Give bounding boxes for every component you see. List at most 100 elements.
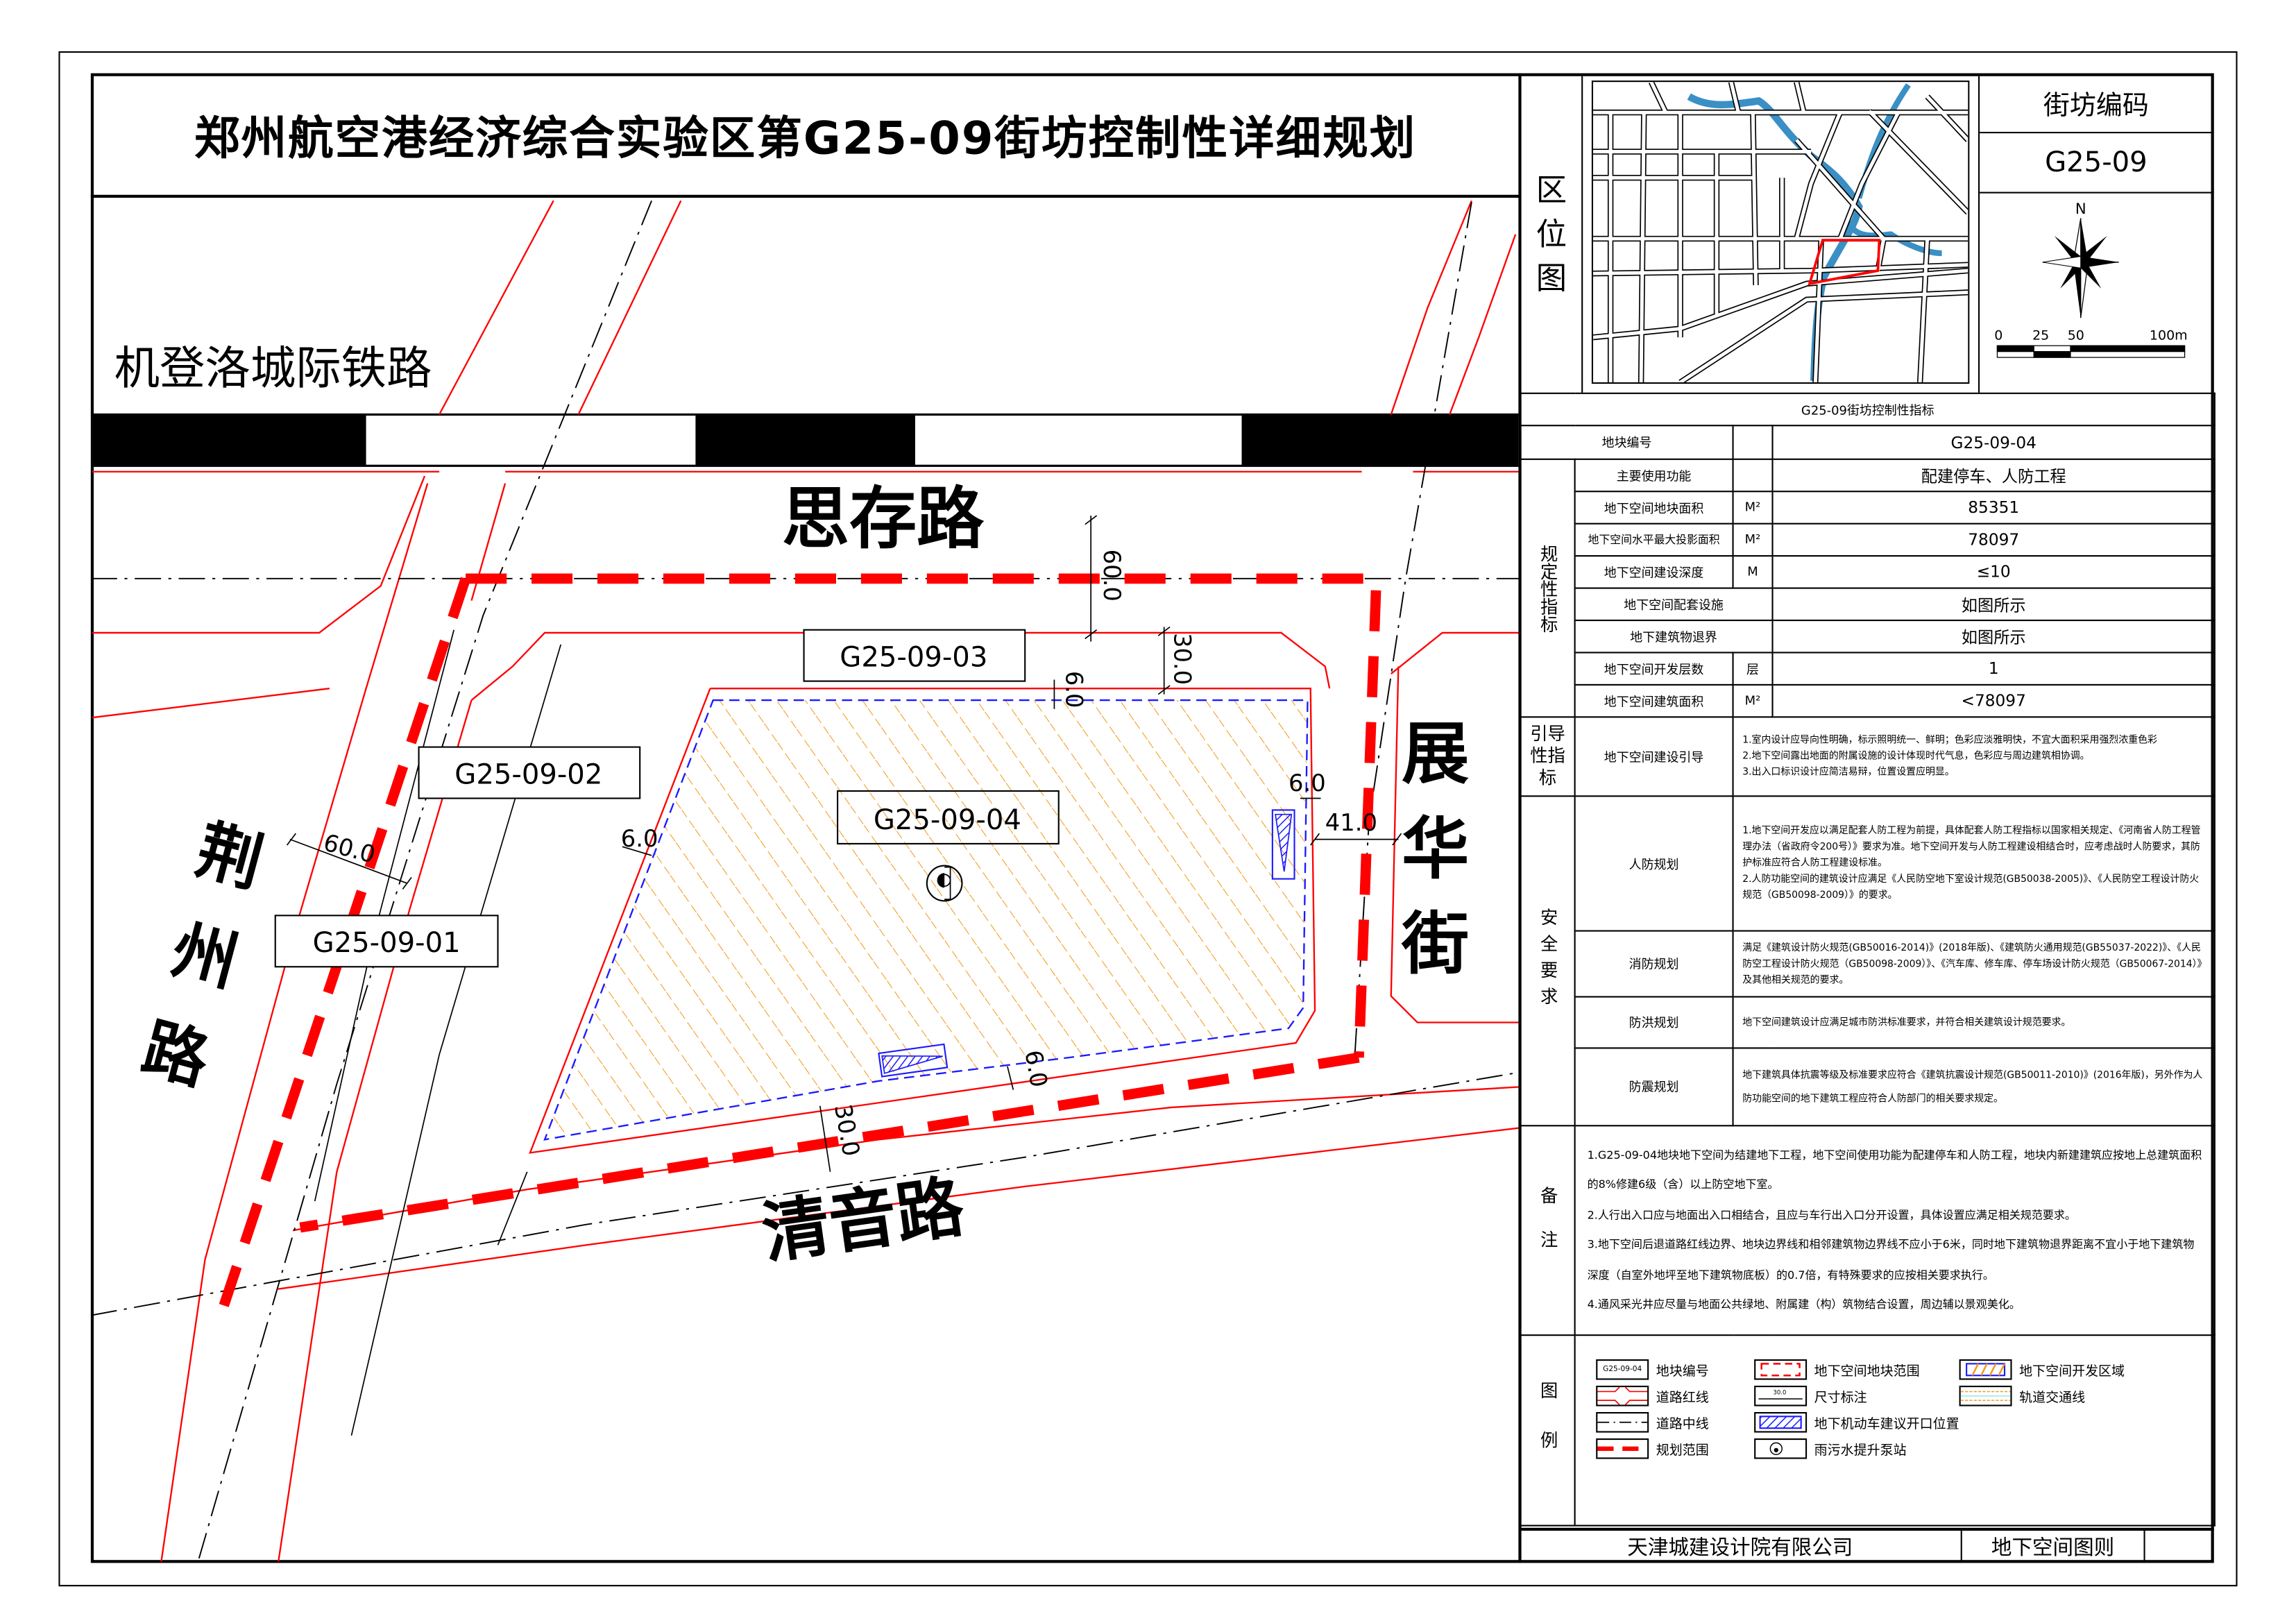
- railway-strip: [92, 413, 1519, 467]
- rail-line-swatch: [1959, 1386, 2012, 1407]
- road-centerline-swatch: [1596, 1412, 1649, 1433]
- legend-item: 地下空间开发区域: [1959, 1359, 2125, 1380]
- road-label-jingzhou: 荆 州 路: [135, 812, 271, 1099]
- scale-tick: 100m: [2150, 328, 2188, 343]
- railway-label: 机登洛城际铁路: [114, 342, 432, 395]
- row-label: 人防规划: [1574, 795, 1734, 932]
- row-value: 配建停车、人防工程: [1771, 458, 2216, 493]
- row-label: 消防规划: [1574, 930, 1734, 998]
- vehicle-opening-south: [878, 1043, 949, 1078]
- table-row: 防洪规划地下空间建筑设计应满足城市防洪标准要求，并符合相关建筑设计规范要求。: [1521, 996, 2216, 1049]
- parcel-code-swatch: G25-09-04: [1596, 1359, 1649, 1380]
- scale-tick: 50: [2068, 328, 2084, 343]
- scale-tick: 0: [1994, 328, 2002, 343]
- parcel-label-04[interactable]: G25-09-04: [874, 804, 1021, 836]
- dim-east-setback: 6.0: [1289, 770, 1326, 797]
- road-label-qingyin: 清音路: [758, 1167, 969, 1273]
- legend-item: 轨道交通线: [1959, 1386, 2086, 1407]
- row-unit: M²: [1732, 683, 1774, 718]
- row-unit: [1732, 458, 1774, 493]
- legend-item: 地下机动车建议开口位置: [1754, 1412, 1959, 1433]
- legend-label: 道路红线: [1656, 1391, 1709, 1406]
- parcel-label-02[interactable]: G25-09-02: [454, 758, 602, 790]
- swatch-text: G25-09-04: [1603, 1365, 1642, 1375]
- row-label: 地下空间水平最大投影面积: [1574, 522, 1734, 557]
- road-label-sicun: 思存路: [782, 479, 985, 558]
- row-text: 地下建筑具体抗震等级及标准要求应符合《建筑抗震设计规范(GB50011-2010…: [1732, 1047, 2216, 1127]
- legend-label: 尺寸标注: [1814, 1391, 1867, 1406]
- legend-label: 雨污水提升泵站: [1814, 1443, 1907, 1459]
- table-row: 地下空间配套设施如图所示: [1521, 587, 2216, 622]
- note-item: 2.人行出入口应与地面出入口相结合，且应与车行出入口分开设置，具体设置应满足相关…: [1587, 1207, 2076, 1221]
- north-arrow-icon: [2042, 218, 2119, 318]
- row-label: 防洪规划: [1574, 996, 1734, 1049]
- location-map-label: 区 位 图: [1522, 76, 1583, 393]
- note-item: 1.G25-09-04地块地下空间为结建地下工程，地下空间使用功能为配建停车和人…: [1587, 1147, 2202, 1191]
- dim-sicun-width: 60.0: [1098, 550, 1125, 602]
- table-row: 防震规划地下建筑具体抗震等级及标准要求应符合《建筑抗震设计规范(GB50011-…: [1521, 1047, 2216, 1127]
- block-code-panel: 街坊编码 G25-09 N 0 25 50 100m: [1978, 76, 2213, 393]
- row-unit: M²: [1732, 522, 1774, 557]
- development-area: [543, 699, 1309, 1141]
- row-label: 地下空间建设深度: [1574, 555, 1734, 589]
- legend-item: 规划范围: [1596, 1438, 1709, 1459]
- row-label: 地下空间建筑面积: [1574, 683, 1734, 718]
- guide-section-label: 引导性指标: [1520, 716, 1576, 797]
- road-char: 路: [135, 1010, 218, 1099]
- underground-parcel-swatch: [1754, 1359, 1808, 1380]
- row-text: 地下空间建筑设计应满足城市防洪标准要求，并符合相关建筑设计规范要求。: [1732, 996, 2216, 1049]
- block-code-header: 街坊编码: [1980, 76, 2213, 134]
- legend-item: 道路红线: [1596, 1386, 1709, 1407]
- dim-south-road: 30.0: [829, 1102, 865, 1158]
- scale-tick: 25: [2032, 328, 2049, 343]
- scale-labels: 0 25 50 100m: [1994, 328, 2187, 343]
- row-value: 85351: [1771, 491, 2216, 525]
- safety-section-label: 安全要求: [1520, 795, 1576, 1127]
- row-label: 防震规划: [1574, 1047, 1734, 1127]
- legend-label: 轨道交通线: [2019, 1391, 2086, 1406]
- row-unit: M: [1732, 555, 1774, 589]
- unit-cell: [1732, 425, 1774, 460]
- parcel-label-03[interactable]: G25-09-03: [840, 641, 987, 673]
- road-char: 荆: [189, 812, 271, 901]
- row-value: 如图所示: [1771, 619, 2216, 654]
- location-map: [1591, 80, 1970, 384]
- parcel-code-label: 地块编号: [1520, 425, 1734, 460]
- dimension-lines: [286, 515, 1402, 1172]
- dim-west-setback: 6.0: [621, 825, 658, 852]
- dim-jingzhou-width: 60.0: [321, 829, 378, 868]
- table-row: 规定性指标 主要使用功能配建停车、人防工程: [1520, 458, 2216, 718]
- dim-east-road: 41.0: [1325, 809, 1377, 836]
- legend-label: 道路中线: [1656, 1417, 1709, 1432]
- road-red-lines: [92, 200, 1519, 1562]
- legend-item: 雨污水提升泵站: [1754, 1438, 1907, 1459]
- row-value: 1: [1771, 652, 2216, 686]
- guide-text: 1.室内设计应导向性明确，标示照明统一、鲜明；色彩应淡雅明快，不宜大面积采用强烈…: [1732, 716, 2216, 797]
- title-block-footer: 天津城建设计院有限公司 地下空间图则: [1520, 1527, 2214, 1563]
- table-row: 地下建筑物退界如图所示: [1521, 619, 2216, 654]
- drawing-name: 地下空间图则: [1962, 1530, 2145, 1563]
- row-text: 1.地下空间开发应以满足配套人防工程为前提，具体配套人防工程指标以国家相关规定、…: [1732, 795, 2216, 932]
- row-value: 78097: [1771, 522, 2216, 557]
- parcel-code-value: G25-09-04: [1771, 425, 2216, 460]
- vehicle-opening-east: [1271, 809, 1295, 880]
- parcel-label-01[interactable]: G25-09-01: [313, 927, 461, 959]
- table-row: 消防规划满足《建筑设计防火规范(GB50016-2014)》(2018年版)、《…: [1521, 930, 2216, 998]
- north-label: N: [2075, 200, 2086, 217]
- legend-label: 地块编号: [1656, 1364, 1709, 1379]
- row-label: 地下空间开发层数: [1574, 652, 1734, 686]
- notes-section-label: 备注: [1520, 1125, 1576, 1336]
- label-char: 图: [1536, 260, 1567, 296]
- parcel-labels: G25-09-01 G25-09-02 G25-09-03 G25-09-04: [274, 629, 1060, 968]
- row-value: ≤10: [1771, 555, 2216, 589]
- table-row: 备注 1.G25-09-04地块地下空间为结建地下工程，地下空间使用功能为配建停…: [1520, 1125, 2216, 1336]
- legend-item: 道路中线: [1596, 1412, 1709, 1433]
